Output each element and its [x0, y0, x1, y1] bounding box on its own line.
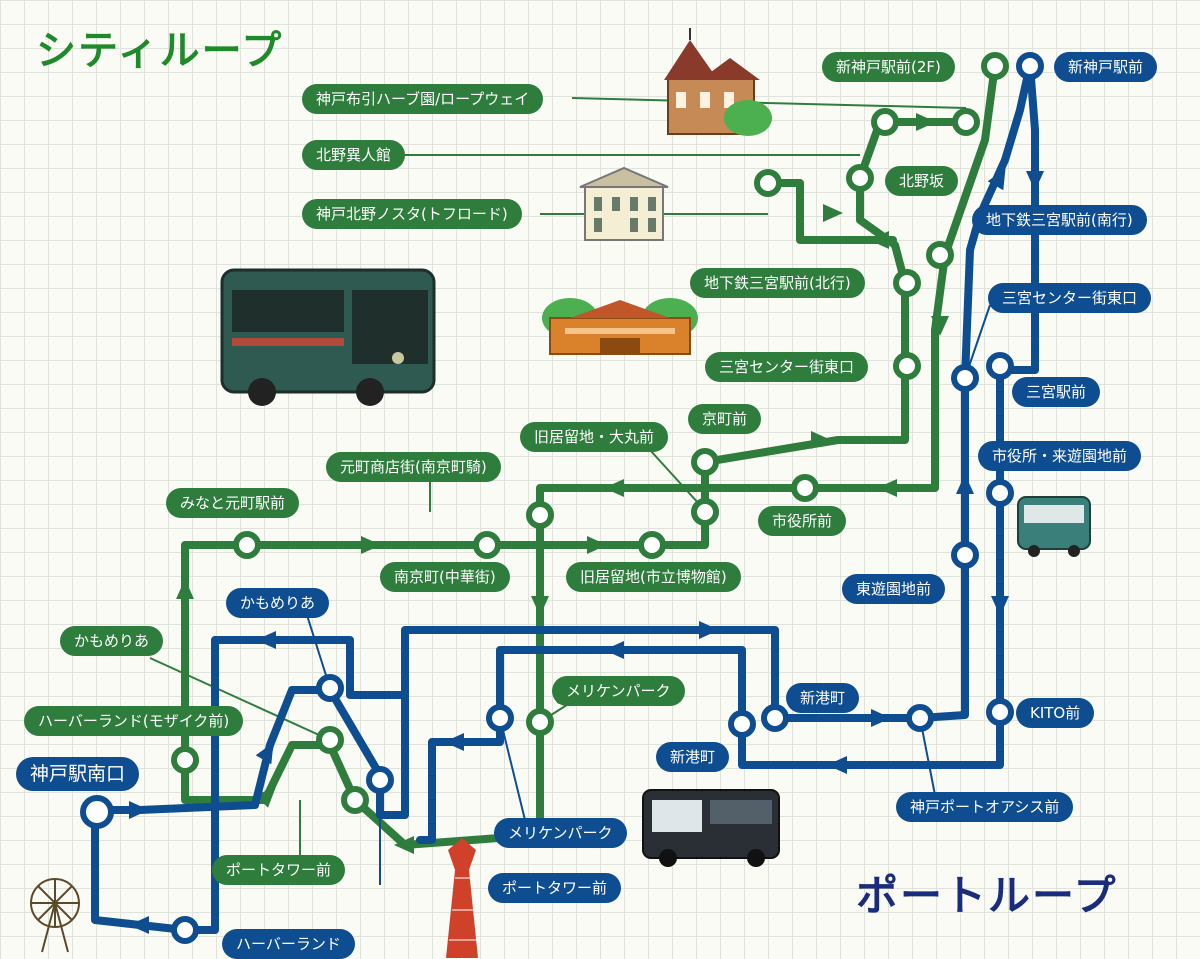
stop-label-subway-sannomiya-north[interactable]: 地下鉄三宮駅前(北行): [690, 268, 865, 298]
stop-label-port-tower-city[interactable]: ポートタワー前: [212, 855, 346, 885]
nosta-building-illustration: [579, 166, 669, 241]
stop-label-meriken-park-city[interactable]: メリケンパーク: [552, 676, 685, 706]
weathercock-house-illustration: [664, 28, 772, 136]
stop-label-nankinmachi[interactable]: 南京町(中華街): [380, 562, 510, 592]
stop-label-meriken-park-port[interactable]: メリケンパーク: [494, 818, 627, 848]
stop-label-subway-sannomiya-south[interactable]: 地下鉄三宮駅前(南行): [972, 205, 1147, 235]
stop-label-shinkocho-b[interactable]: 新港町: [656, 742, 730, 772]
stop-label-kito[interactable]: KITO前: [1016, 698, 1095, 728]
city-hall-illustration: [542, 298, 698, 355]
stop-label-sannomiya-center-east-port[interactable]: 三宮センター街東口: [988, 283, 1152, 313]
callout-lines: [149, 97, 967, 860]
stop-label-minato-motomachi[interactable]: みなと元町駅前: [166, 488, 300, 518]
stop-label-kitano-nosta[interactable]: 神戸北野ノスタ(トフロード): [302, 199, 522, 229]
stop-label-city-hall-yuenchi[interactable]: 市役所・来遊園地前: [978, 441, 1142, 471]
stop-label-kyukyoryuchi-daimaru[interactable]: 旧居留地・大丸前: [520, 422, 669, 452]
stop-label-higashi-yuenchi[interactable]: 東遊園地前: [842, 574, 946, 604]
port-loop-title: ポートループ: [856, 871, 1118, 920]
stop-label-harborland[interactable]: ハーバーランド: [222, 929, 355, 959]
stop-label-kamomeria-city[interactable]: かもめりあ: [60, 626, 164, 656]
ferris-wheel-illustration: [30, 878, 80, 953]
stop-label-shiyakusho[interactable]: 市役所前: [758, 506, 847, 536]
stop-label-nunobiki[interactable]: 神戸布引ハーブ園/ロープウェイ: [302, 84, 544, 114]
city-loop-bus-illustration: [220, 268, 436, 406]
port-loop-bus-illustration: [642, 789, 780, 867]
port-stops: [80, 52, 1044, 944]
port-tower-illustration: [446, 838, 478, 958]
stop-label-shinkocho-a[interactable]: 新港町: [786, 683, 860, 713]
stop-label-port-oasis[interactable]: 神戸ポートオアシス前: [896, 792, 1074, 822]
stop-label-sannomiya-station[interactable]: 三宮駅前: [1012, 377, 1101, 407]
stop-label-harborland-mosaic[interactable]: ハーバーランド(モザイク前): [24, 706, 244, 736]
stop-label-motomachi-shotengai[interactable]: 元町商店街(南京町騎): [326, 452, 501, 482]
stop-label-sannomiya-center-east-city[interactable]: 三宮センター街東口: [705, 352, 869, 382]
city-stops: [171, 52, 1009, 814]
city-loop-title: シティループ: [36, 28, 284, 74]
stop-label-shinkobe[interactable]: 新神戸駅前: [1054, 52, 1158, 82]
stop-label-kyomachi[interactable]: 京町前: [688, 404, 762, 434]
stop-label-kobe-south[interactable]: 神戸駅南口: [16, 757, 140, 791]
stop-label-kamomeria-port[interactable]: かもめりあ: [226, 588, 330, 618]
stop-label-kitano-ijinkan[interactable]: 北野異人館: [302, 140, 406, 170]
stop-label-kitanozaka[interactable]: 北野坂: [885, 166, 959, 196]
stop-label-port-tower-port[interactable]: ポートタワー前: [488, 873, 622, 903]
port-loop-small-bus-illustration: [1017, 496, 1091, 557]
stop-label-kyukyoryuchi-museum[interactable]: 旧居留地(市立博物館): [566, 562, 741, 592]
stop-label-shinkobe-2f[interactable]: 新神戸駅前(2F): [822, 52, 955, 82]
